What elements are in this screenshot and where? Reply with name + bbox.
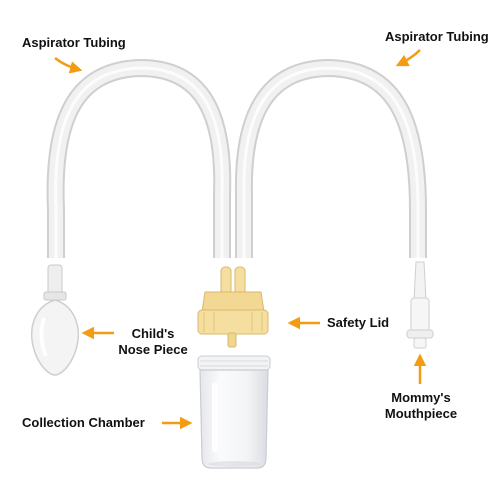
label-mouthpiece: Mommy's Mouthpiece (375, 390, 467, 422)
label-nose-piece-line2: Nose Piece (118, 342, 188, 357)
label-nose-piece: Child's Nose Piece (108, 326, 198, 358)
mouthpiece (406, 261, 434, 349)
callout-arrows (54, 49, 427, 430)
label-tubing-left: Aspirator Tubing (22, 35, 126, 50)
label-mouthpiece-line1: Mommy's (391, 390, 451, 405)
collection-chamber (197, 355, 271, 469)
label-safety-lid: Safety Lid (327, 315, 390, 330)
label-tubing-right: Aspirator Tubing (385, 29, 489, 44)
arrow-tubing-left (54, 57, 83, 74)
safety-lid (197, 266, 269, 348)
left-aspirator-tubing (46, 58, 232, 258)
label-collection-chamber: Collection Chamber (22, 415, 145, 430)
nose-piece (30, 264, 80, 376)
arrow-tubing-right (395, 49, 421, 67)
right-aspirator-tubing (234, 58, 427, 258)
label-mouthpiece-line2: Mouthpiece (384, 406, 458, 421)
label-nose-piece-line1: Child's (131, 326, 175, 341)
